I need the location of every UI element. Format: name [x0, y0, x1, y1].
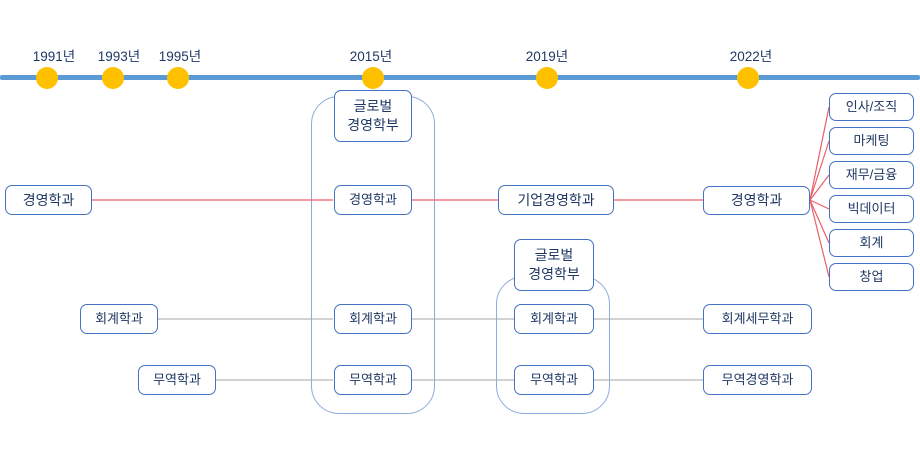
- node-2015-trade[interactable]: 무역학과: [334, 365, 412, 395]
- node-origin-accounting[interactable]: 회계학과: [80, 304, 158, 334]
- node-track-bigdata-label: 빅데이터: [847, 201, 896, 217]
- node-2022-trade-business[interactable]: 무역경영학과: [703, 365, 812, 395]
- node-origin-trade-label: 무역학과: [153, 372, 201, 388]
- timeline-axis: [0, 75, 920, 80]
- timeline-dot-2022[interactable]: [737, 67, 759, 89]
- node-2019-trade-label: 무역학과: [530, 372, 578, 388]
- timeline-label-2019: 2019년: [525, 49, 569, 64]
- node-origin-business-label: 경영학과: [22, 191, 75, 208]
- node-track-marketing[interactable]: 마케팅: [829, 127, 914, 155]
- node-2015-division-header-line2: 경영학부: [347, 117, 399, 133]
- node-2019-accounting-label: 회계학과: [530, 311, 578, 327]
- node-track-startup-label: 창업: [859, 269, 884, 285]
- node-2015-division-header[interactable]: 글로벌 경영학부: [334, 90, 412, 142]
- node-2019-division-header-line1: 글로벌: [534, 247, 574, 264]
- node-track-bigdata[interactable]: 빅데이터: [829, 195, 914, 223]
- wire-track-창업: [809, 199, 830, 278]
- timeline-dot-1993[interactable]: [102, 67, 124, 89]
- node-track-startup[interactable]: 창업: [829, 263, 914, 291]
- node-origin-accounting-label: 회계학과: [95, 311, 143, 327]
- timeline-label-2015: 2015년: [349, 49, 393, 64]
- node-origin-business[interactable]: 경영학과: [5, 185, 92, 215]
- node-2015-trade-label: 무역학과: [349, 372, 397, 388]
- node-2019-corporate-business-label: 기업경영학과: [517, 191, 595, 208]
- node-track-accounting[interactable]: 회계: [829, 229, 914, 257]
- node-2019-trade[interactable]: 무역학과: [514, 365, 594, 395]
- wire-track-마케팅: [809, 140, 830, 201]
- node-2022-accounting-tax-label: 회계세무학과: [721, 311, 794, 327]
- timeline-label-2022: 2022년: [729, 49, 773, 64]
- node-origin-trade[interactable]: 무역학과: [138, 365, 216, 395]
- node-2022-business-label: 경영학과: [730, 192, 783, 209]
- node-2019-division-header-line2: 경영학부: [528, 266, 580, 282]
- timeline-label-1995: 1995년: [158, 49, 202, 64]
- timeline-label-1991: 1991년: [32, 49, 76, 64]
- node-track-accounting-label: 회계: [859, 235, 884, 251]
- wire-track-재무금융: [809, 174, 830, 201]
- node-2019-corporate-business[interactable]: 기업경영학과: [498, 185, 614, 215]
- node-2022-accounting-tax[interactable]: 회계세무학과: [703, 304, 812, 334]
- node-2019-accounting[interactable]: 회계학과: [514, 304, 594, 334]
- node-track-hr-organization[interactable]: 인사/조직: [829, 93, 914, 121]
- wire-track-빅데이터: [809, 199, 830, 210]
- node-2015-business[interactable]: 경영학과: [334, 185, 412, 215]
- node-track-marketing-label: 마케팅: [853, 133, 890, 149]
- node-2015-division-header-line1: 글로벌: [353, 98, 393, 115]
- node-track-hr-organization-label: 인사/조직: [845, 99, 898, 115]
- wire-track-회계: [809, 199, 830, 244]
- timeline-dot-1995[interactable]: [167, 67, 189, 89]
- node-2015-accounting-label: 회계학과: [349, 311, 397, 327]
- wire-track-인사조직: [809, 106, 830, 201]
- timeline-label-1993: 1993년: [97, 49, 141, 64]
- timeline-dot-2019[interactable]: [536, 67, 558, 89]
- node-track-finance-label: 재무/금융: [845, 167, 898, 183]
- node-2015-accounting[interactable]: 회계학과: [334, 304, 412, 334]
- timeline-dot-2015[interactable]: [362, 67, 384, 89]
- node-2015-business-label: 경영학과: [349, 192, 397, 208]
- node-track-finance[interactable]: 재무/금융: [829, 161, 914, 189]
- node-2022-business[interactable]: 경영학과: [703, 186, 810, 215]
- node-2019-division-header[interactable]: 글로벌 경영학부: [514, 239, 594, 291]
- node-2022-trade-business-label: 무역경영학과: [721, 372, 794, 388]
- timeline-dot-1991[interactable]: [36, 67, 58, 89]
